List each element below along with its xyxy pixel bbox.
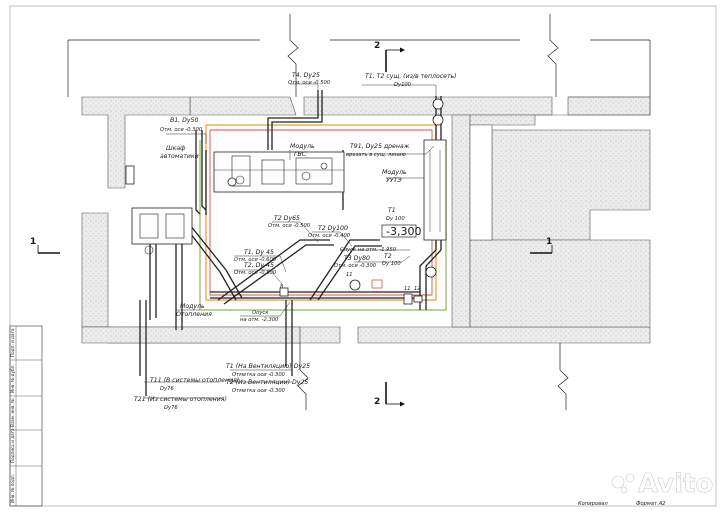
left-title-column: Инв. № подл. Подпись и дата Взам. инв. №…: [9, 325, 43, 507]
label-t2dy100: T2 Dy100: [318, 225, 348, 232]
leader-lines: [144, 83, 437, 399]
label-uute-1: Модуль: [382, 169, 407, 176]
label-t91: T91, Dy25 дренаж: [350, 143, 410, 150]
section-mark-bottom: 2: [374, 382, 405, 407]
level-box: [381, 224, 417, 238]
label-t11-dy: Dy76: [160, 386, 174, 392]
label-vent-t1-otm: Отметка оси -0.300: [232, 372, 286, 378]
watermark: Avito: [611, 469, 714, 499]
label-t21: T21 (Из системы отопления): [134, 396, 227, 403]
gvs-module: [213, 151, 345, 193]
stamp-copied: Копировал: [578, 501, 608, 507]
label-vent-t2-otm: Отметка оси -0.300: [232, 388, 286, 394]
title-col-5: Подп. и дата: [10, 328, 15, 357]
level-mark: -3,300: [386, 225, 421, 238]
label-t2dy100-otm: Отм. оси -0.400: [308, 233, 351, 239]
label-gvs-1: Модуль: [290, 143, 315, 150]
label-t1dy45-otm: Отм. оси -0.600: [234, 257, 277, 263]
section-mark-left: 1: [30, 237, 60, 254]
label-spusk-1950: Спуск на отм. -1.950: [340, 247, 397, 253]
label-gvs-2: ГВС: [294, 151, 307, 158]
label-n11a: 11: [346, 272, 353, 278]
label-t1-right: T1: [388, 207, 396, 214]
label-t4: T4, Dy25: [292, 72, 320, 79]
label-t1t2-dy: Dy100: [394, 82, 412, 88]
section-mark-top: 2: [374, 41, 405, 72]
label-t1t2-existing: T1, T2 сущ. (из/в теплосеть): [365, 73, 457, 80]
label-t1-right-dy: Dy 100: [386, 216, 405, 222]
walls: [81, 96, 651, 344]
uute-module: [423, 139, 447, 241]
label-spusk-2300-2: на отм. -2.300: [240, 317, 279, 323]
stamp-format: Формат А2: [636, 501, 666, 507]
label-t91-2: врезать в сущ. линию: [346, 152, 406, 158]
label-t2dy45-otm: Отм. оси -0.500: [234, 270, 277, 276]
label-t11: T11 (В системы отопления): [150, 377, 239, 384]
watermark-text: Avito: [638, 469, 713, 499]
label-cabinet-2: автоматики: [160, 153, 199, 160]
label-t2dy65-otm: Отм. оси -0.500: [268, 223, 311, 229]
section-2-top-label: 2: [374, 41, 380, 51]
label-heating-module-2: Отопления: [176, 311, 212, 318]
pumps-valves: [227, 98, 444, 305]
label-n11b: 11: [404, 286, 411, 292]
label-t2-right-dy: Dy 100: [382, 261, 401, 267]
title-col-1: Инв. № подл.: [10, 474, 15, 503]
sheet-frame: [9, 5, 717, 507]
label-t2dy65: T2 Dy65: [274, 215, 300, 222]
label-t21-dy: Dy76: [164, 405, 178, 411]
title-col-3: Взам. инв. №: [10, 398, 15, 427]
section-1-left-label: 1: [30, 237, 36, 247]
label-t4-otm: Отм. оси -0.500: [288, 80, 331, 86]
label-t1dy45: T1, Dy 45: [244, 249, 274, 256]
label-n8: 8: [280, 284, 284, 290]
heating-module: [131, 207, 193, 255]
label-t2-right: T2: [384, 253, 392, 260]
label-t2dy45: T2, Dy 45: [244, 262, 274, 269]
label-uute-2: УУТЭ: [386, 177, 402, 184]
label-vent-t1: T1 (На Вентиляцию) Dy25: [226, 363, 310, 370]
label-b1-otm: Отм. оси -0.300: [160, 127, 203, 133]
label-t3dy80: T3 Dy80: [344, 255, 370, 262]
break-lines: [67, 14, 651, 410]
label-n12: 12: [414, 286, 421, 292]
label-t3dy80-otm: Отм. оси -0.300: [334, 263, 377, 269]
label-cabinet-1: Шкаф: [166, 145, 186, 152]
title-col-2: Подпись и дата: [10, 428, 15, 463]
section-1-right-label: 1: [546, 237, 552, 247]
section-2-bottom-label: 2: [374, 397, 380, 407]
label-heating-module-1: Модуль: [180, 303, 205, 310]
label-b1: B1, Dy50: [170, 117, 198, 124]
automation-cabinet: [125, 165, 135, 185]
label-vent-t2: T2 (Из Вентиляции) Dy25: [226, 379, 308, 386]
section-mark-right: 1: [530, 237, 553, 254]
label-spusk-2300: Опуск: [252, 310, 269, 316]
title-col-4: Инв. № дубл.: [10, 364, 15, 393]
